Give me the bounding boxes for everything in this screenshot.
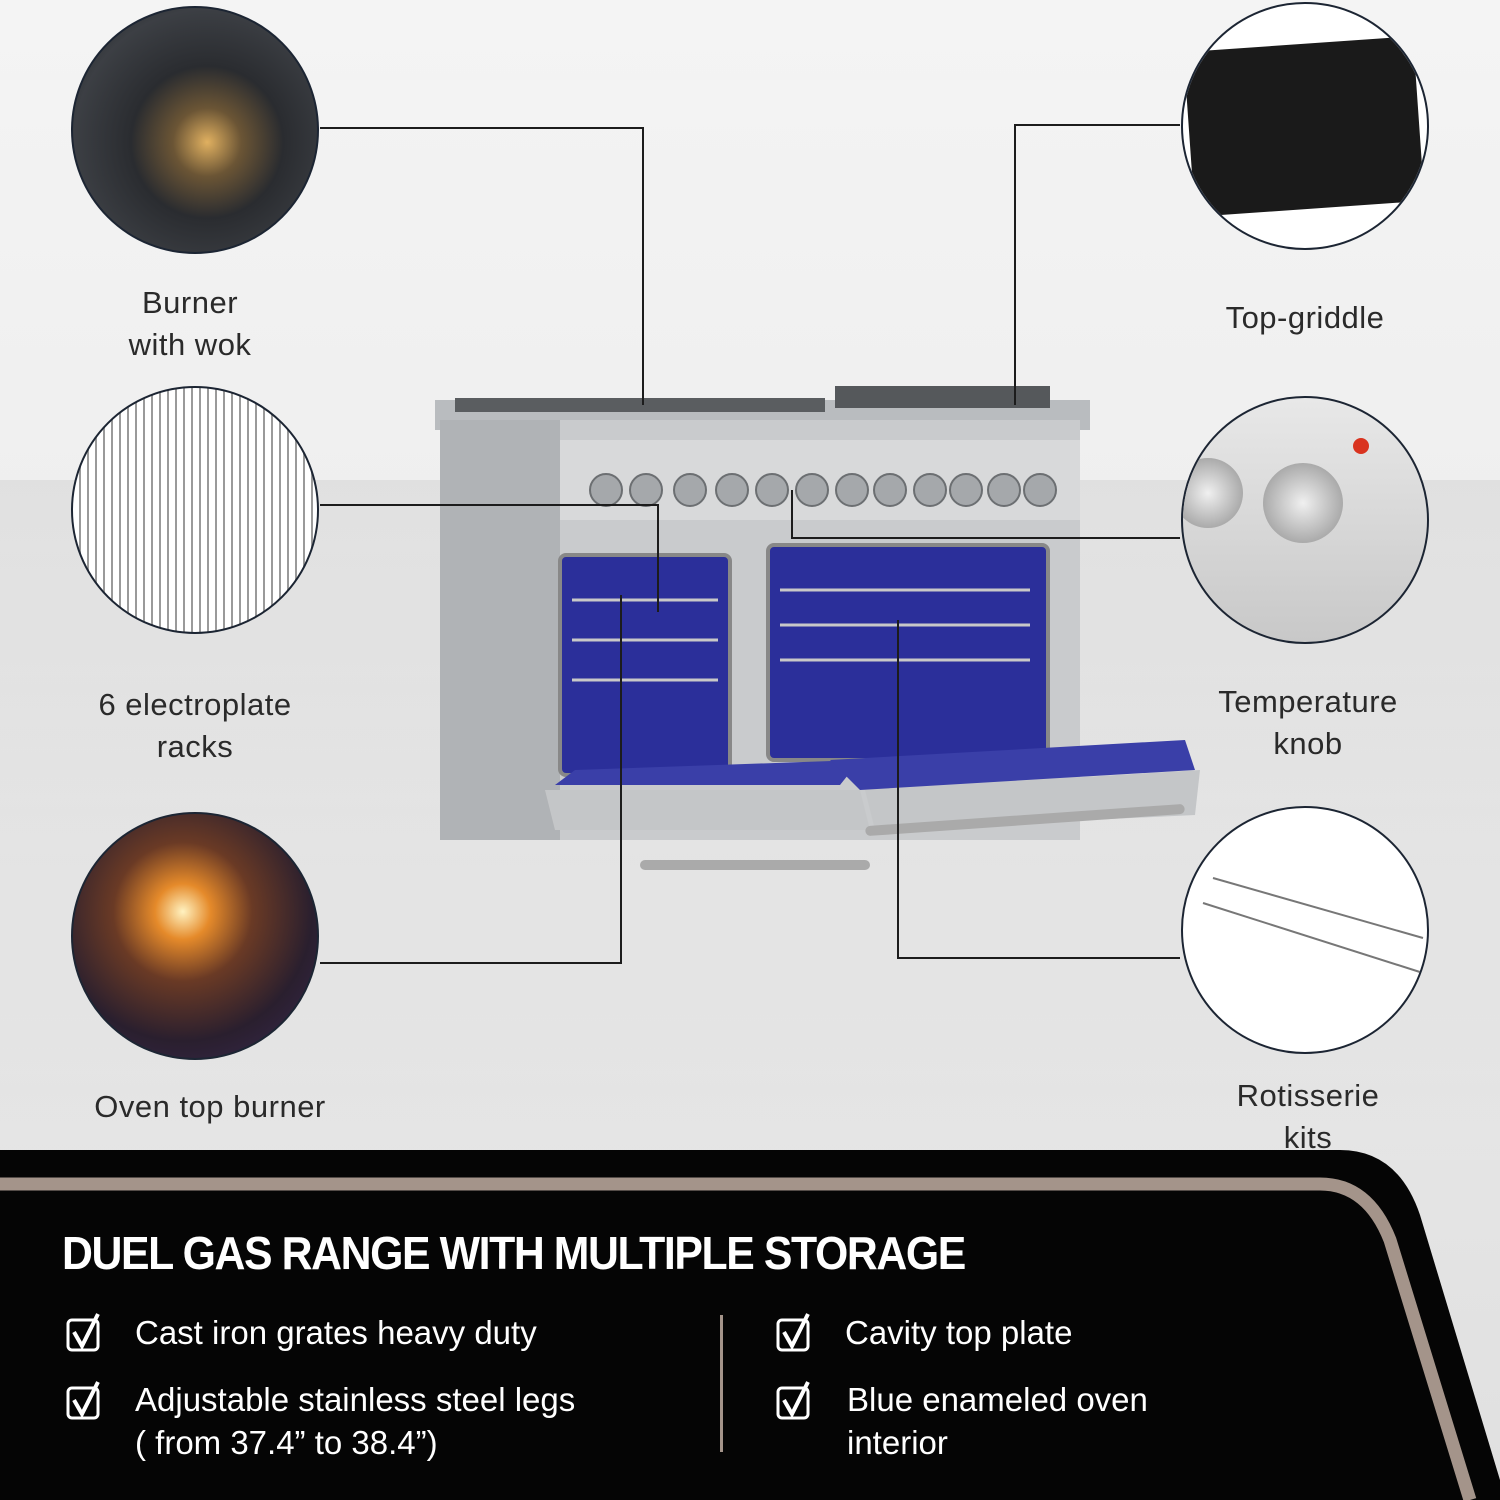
checkbox-checked-icon [776,1313,810,1352]
oven-top-burner-photo [71,812,319,1060]
feature-blue-interior: Blue enameled oven interior [847,1378,1148,1464]
panel-title: DUEL GAS RANGE WITH MULTIPLE STORAGE [62,1227,966,1279]
racks-label-line2: racks [156,729,234,764]
racks-label: 6 electroplate racks [50,684,340,768]
callout-lines [320,124,1180,964]
knob-label-line2: knob [1273,726,1343,761]
rotisserie-label-line2: kits [1283,1120,1333,1155]
feature-blue-interior-line1: Blue enameled oven [847,1381,1148,1418]
checkbox-checked-icon [776,1381,810,1420]
rotisserie-label: Rotisserie kits [1190,1075,1426,1159]
checkbox-checked-icon [66,1381,100,1420]
feature-legs-line2: ( from 37.4” to 38.4”) [135,1424,438,1461]
burner-label: Burner with wok [80,282,300,366]
racks-label-line1: 6 electroplate [98,687,292,722]
feature-legs-line1: Adjustable stainless steel legs [135,1381,576,1418]
feature-cast-iron: Cast iron grates heavy duty [135,1314,537,1351]
racks-photo [71,386,319,634]
rotisserie-label-line1: Rotisserie [1236,1078,1380,1113]
column-divider [720,1315,723,1452]
knob-label-line1: Temperature [1218,684,1398,719]
feature-cavity-plate: Cavity top plate [845,1314,1073,1351]
burner-wok-photo [71,6,319,254]
burner-label-line2: with wok [128,327,252,362]
accent-stripe [0,1177,1477,1500]
oven-burner-label: Oven top burner [94,1089,326,1124]
gas-range-image [435,386,1200,870]
griddle-label: Top-griddle [1225,300,1385,335]
knob-label: Temperature knob [1170,681,1446,765]
feature-blue-interior-line2: interior [847,1424,948,1461]
checkbox-checked-icon [66,1313,100,1352]
burner-label-line1: Burner [141,285,239,320]
rotisserie-kits-photo [1181,806,1429,1054]
top-griddle-photo [1181,2,1429,250]
temperature-knob-photo [1181,396,1429,644]
feature-legs: Adjustable stainless steel legs ( from 3… [135,1378,575,1464]
feature-panel-bg [0,1150,1500,1500]
